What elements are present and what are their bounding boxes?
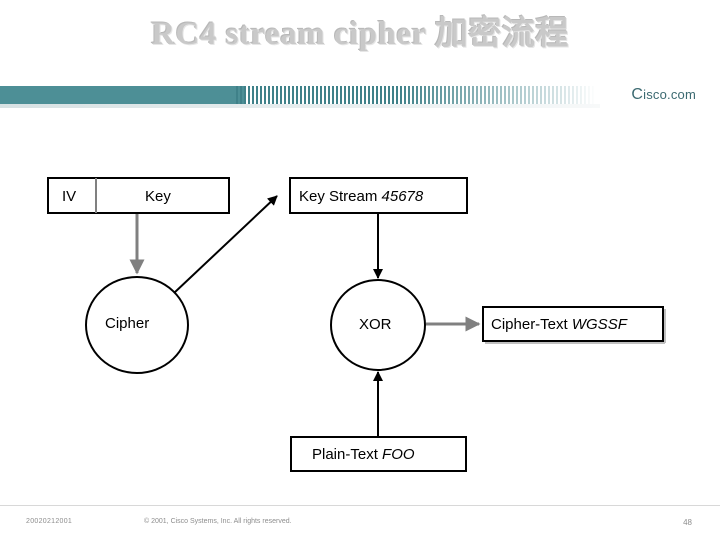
cipher-text-value: WGSSF xyxy=(571,316,627,333)
node-cipher-text-box xyxy=(482,306,666,344)
node-label-cipher: Cipher xyxy=(105,315,150,332)
cisco-brand: Cisco.com xyxy=(631,86,696,104)
node-key-stream-box xyxy=(289,177,468,214)
header-band-solid xyxy=(0,86,232,104)
node-xor-circle xyxy=(330,279,426,371)
footer-page-number: 48 xyxy=(683,518,692,527)
node-label-cipher-text: Cipher-Text WGSSF xyxy=(491,316,627,333)
footer-doc-id: 20020212001 xyxy=(26,518,73,525)
header-band-stripes xyxy=(236,86,596,104)
node-plain-text-box xyxy=(290,436,467,472)
node-label-key-stream: Key Stream 45678 xyxy=(299,188,423,205)
key-stream-value: 45678 xyxy=(381,188,424,205)
plain-text-value: FOO xyxy=(382,446,415,463)
node-label-plain-text: Plain-Text FOO xyxy=(312,446,415,463)
node-label-iv: IV xyxy=(62,188,77,205)
page-title: RC4 stream cipher 加密流程 xyxy=(151,16,569,52)
header-band-shadow xyxy=(0,104,600,108)
footer-copyright: © 2001, Cisco Systems, Inc. All rights r… xyxy=(144,518,292,525)
edge-cipher-to-key-stream xyxy=(173,195,278,294)
node-label-xor: XOR xyxy=(359,316,392,333)
header-band xyxy=(0,86,720,108)
cisco-brand-rest: isco.com xyxy=(643,87,696,102)
key-stream-text: Key Stream xyxy=(299,188,382,205)
node-iv-key-box xyxy=(47,177,230,214)
node-label-key: Key xyxy=(145,188,171,205)
cisco-brand-initial: C xyxy=(631,86,644,103)
footer-divider xyxy=(0,505,720,506)
node-cipher-circle xyxy=(85,276,189,374)
plain-text-text: Plain-Text xyxy=(312,446,383,463)
cipher-text-text: Cipher-Text xyxy=(491,316,572,333)
